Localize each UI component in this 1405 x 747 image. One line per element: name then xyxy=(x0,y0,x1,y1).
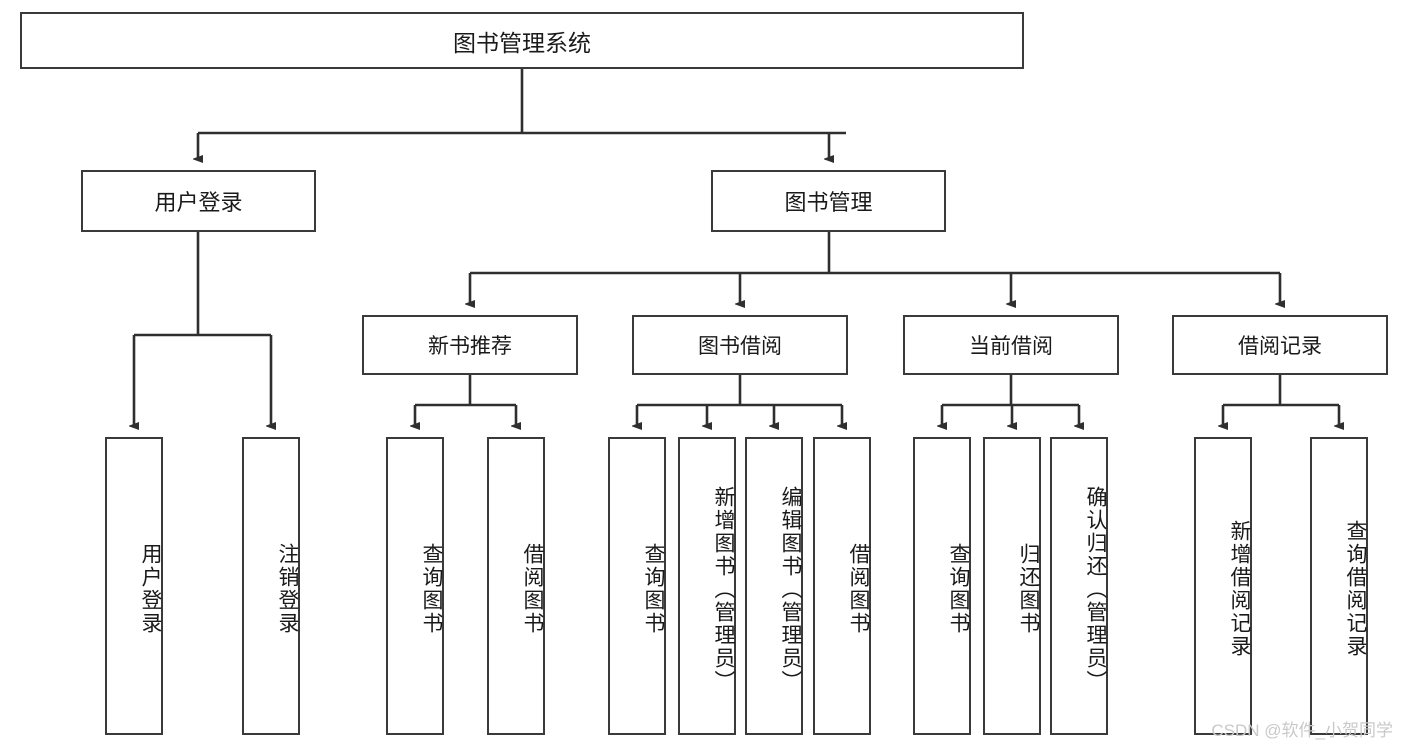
leaf-current-confirm-return-admin[interactable]: 确认归还（管理员） xyxy=(1050,437,1108,735)
node-borrow-record[interactable]: 借阅记录 xyxy=(1172,315,1388,375)
leaf-borrow-lend-book[interactable]: 借阅图书 xyxy=(813,437,871,735)
leaf-label: 借阅图书 xyxy=(521,543,544,635)
leaf-user-login[interactable]: 用户登录 xyxy=(105,437,163,735)
leaf-newbook-borrow-book[interactable]: 借阅图书 xyxy=(487,437,545,735)
leaf-label: 用户登录 xyxy=(139,543,162,635)
node-book-management[interactable]: 图书管理 xyxy=(711,170,946,232)
leaf-label: 查询图书 xyxy=(420,543,443,635)
leaf-record-query-borrow-record[interactable]: 查询借阅记录 xyxy=(1310,437,1368,735)
leaf-record-add-borrow-record[interactable]: 新增借阅记录 xyxy=(1194,437,1252,735)
leaf-current-return-book[interactable]: 归还图书 xyxy=(983,437,1041,735)
node-new-book-recommend[interactable]: 新书推荐 xyxy=(362,315,578,375)
leaf-label: 确认归还（管理员） xyxy=(1084,485,1107,693)
leaf-current-query-book[interactable]: 查询图书 xyxy=(913,437,971,735)
leaf-user-logout[interactable]: 注销登录 xyxy=(242,437,300,735)
leaf-label: 新增借阅记录 xyxy=(1228,520,1251,658)
node-root[interactable]: 图书管理系统 xyxy=(20,12,1024,69)
watermark: CSDN @软件_小贺同学 xyxy=(1211,721,1393,740)
leaf-label: 编辑图书（管理员） xyxy=(779,485,802,693)
leaf-label: 查询借阅记录 xyxy=(1344,520,1367,658)
leaf-label: 注销登录 xyxy=(276,543,299,635)
leaf-borrow-query-book[interactable]: 查询图书 xyxy=(608,437,666,735)
leaf-newbook-query-book[interactable]: 查询图书 xyxy=(386,437,444,735)
leaf-label: 查询图书 xyxy=(642,543,665,635)
node-user-login[interactable]: 用户登录 xyxy=(81,170,316,232)
leaf-borrow-edit-book-admin[interactable]: 编辑图书（管理员） xyxy=(745,437,803,735)
leaf-label: 查询图书 xyxy=(947,543,970,635)
node-current-borrow[interactable]: 当前借阅 xyxy=(903,315,1119,375)
leaf-borrow-add-book-admin[interactable]: 新增图书（管理员） xyxy=(678,437,736,735)
leaf-label: 归还图书 xyxy=(1017,543,1040,635)
node-book-borrow[interactable]: 图书借阅 xyxy=(632,315,848,375)
leaf-label: 新增图书（管理员） xyxy=(712,485,735,693)
leaf-label: 借阅图书 xyxy=(847,543,870,635)
